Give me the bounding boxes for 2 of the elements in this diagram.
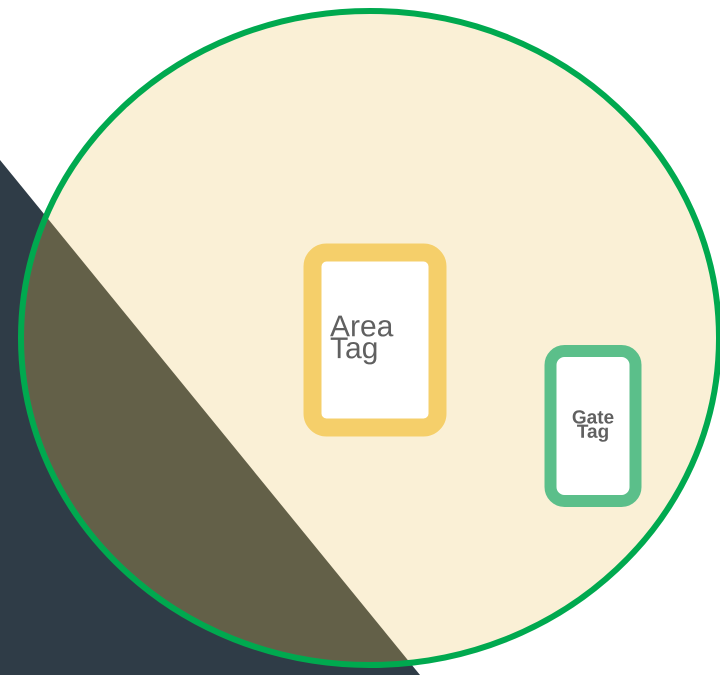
tag-box: Area Tag bbox=[304, 244, 446, 436]
tag-box: Gate Tag bbox=[544, 345, 642, 507]
